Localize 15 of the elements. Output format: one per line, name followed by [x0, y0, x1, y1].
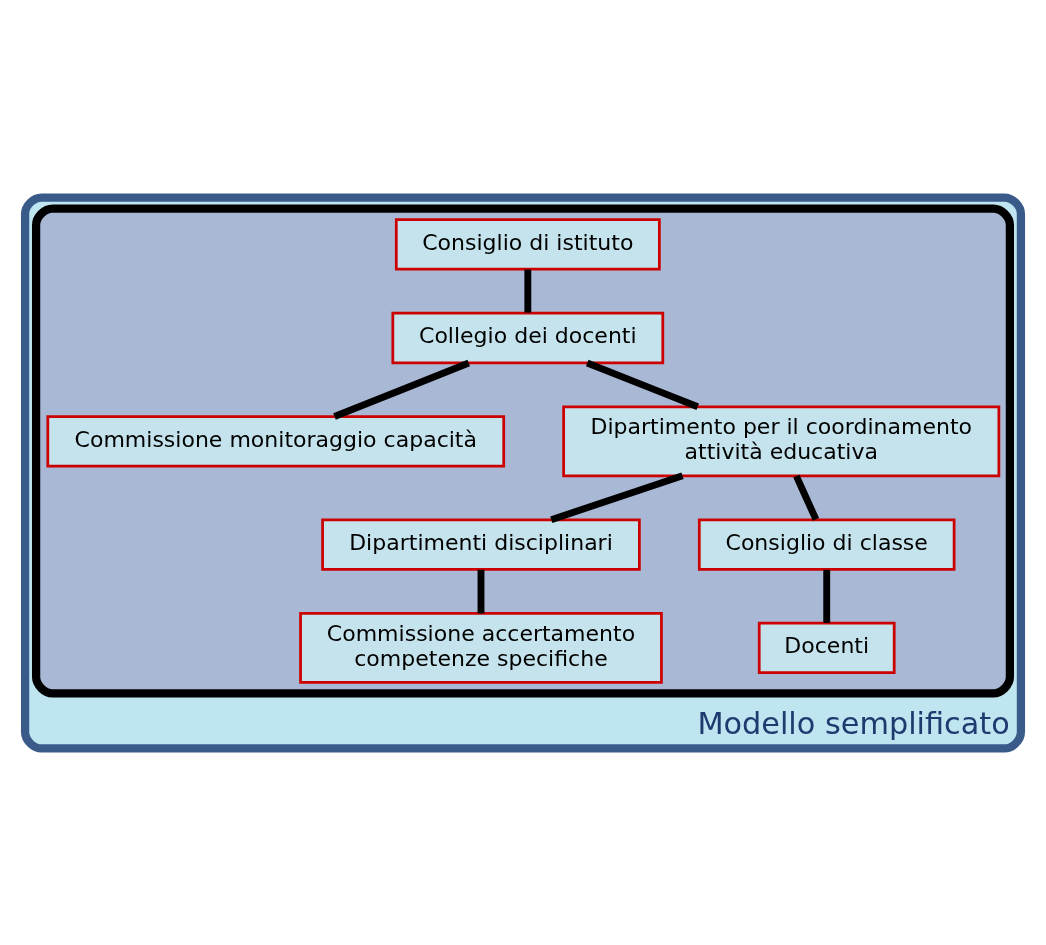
connector — [793, 474, 820, 521]
node-box: Commissione monitoraggio capacità — [46, 414, 506, 467]
connector — [823, 569, 831, 623]
node-box: Dipartimento per il coordinamento attività educativa — [562, 405, 1001, 477]
connector — [550, 472, 684, 523]
connector — [585, 359, 699, 410]
connector — [477, 569, 485, 613]
node-box: Dipartimenti disciplinari — [321, 517, 641, 571]
connector — [333, 359, 470, 420]
node-box: Collegio dei docenti — [391, 311, 665, 364]
node-box: Commissione accertamento competenze specifiche — [299, 611, 663, 684]
node-box: Docenti — [757, 621, 896, 674]
node-box: Consiglio di istituto — [394, 217, 661, 271]
node-box: Consiglio di classe — [697, 517, 956, 571]
connector — [524, 269, 532, 313]
